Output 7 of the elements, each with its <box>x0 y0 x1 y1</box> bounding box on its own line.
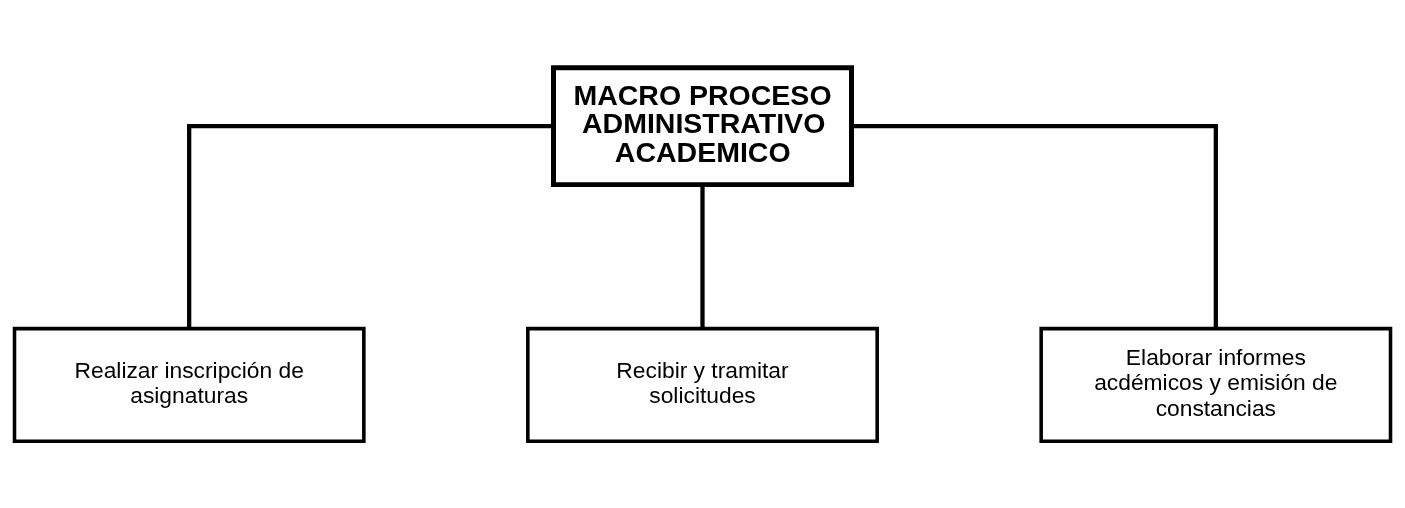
connector <box>187 123 554 328</box>
node-box: Realizar inscripción de asignaturas <box>12 326 366 443</box>
node-box: MACRO PROCESO ADMINISTRATIVO ACADEMICO <box>551 64 854 187</box>
connector <box>851 123 1218 328</box>
node-box: Recibir y tramitar solicitudes <box>526 326 879 443</box>
connector <box>700 184 705 328</box>
node-box: Elaborar informes acdémicos y emisión de constancias <box>1039 326 1393 443</box>
